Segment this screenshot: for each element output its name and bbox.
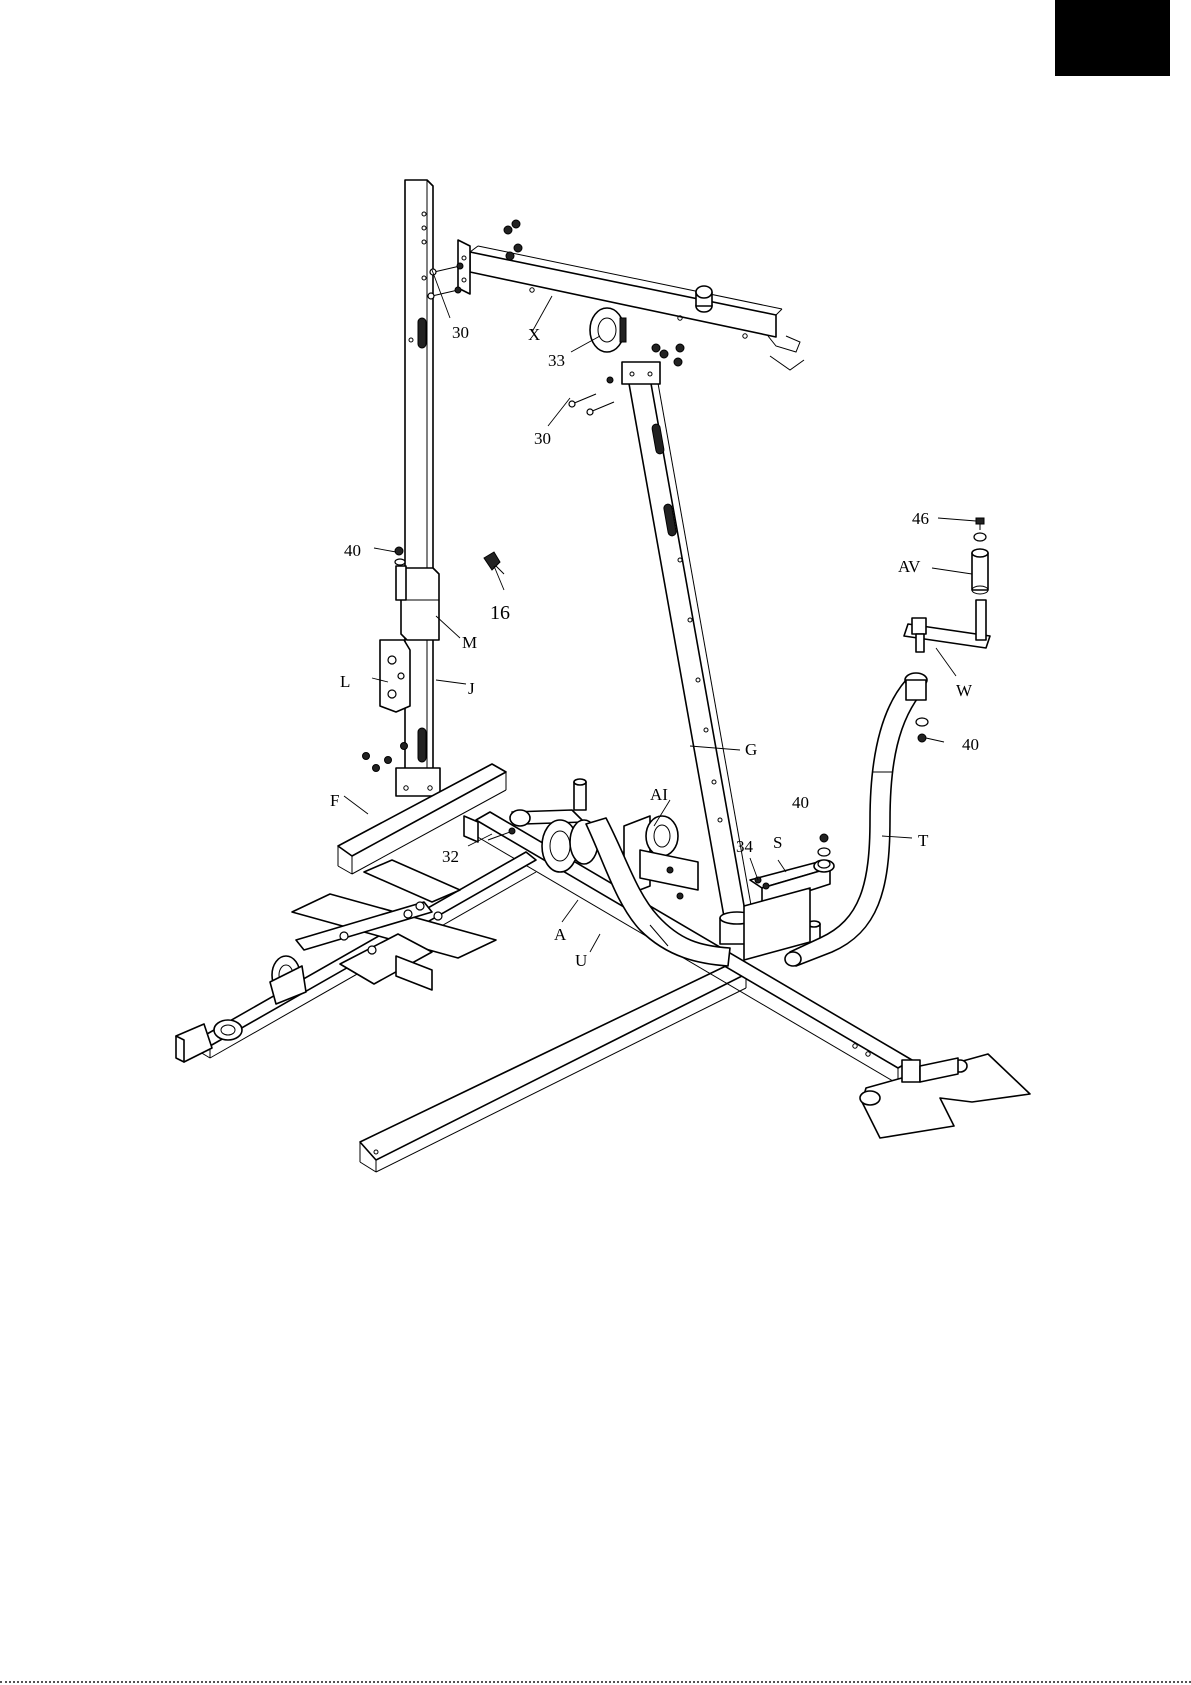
label-pulley-33: 33 xyxy=(548,351,565,370)
left-base-assembly xyxy=(176,852,536,1062)
label-bolt-30-upper: 30 xyxy=(452,323,469,342)
post-av xyxy=(972,549,988,594)
label-tube-t: T xyxy=(918,831,929,850)
label-upright-g: G xyxy=(745,740,757,759)
label-arm-w: W xyxy=(956,681,973,700)
label-nut-40-right: 40 xyxy=(962,735,979,754)
label-nut-40-left: 40 xyxy=(344,541,361,560)
long-base-beam xyxy=(360,964,746,1172)
pulley-plate-l xyxy=(380,640,410,712)
label-post-av: AV xyxy=(898,557,921,576)
page-bottom-edge xyxy=(0,1681,1191,1683)
label-plate-l: L xyxy=(340,672,350,691)
label-knob-16: 16 xyxy=(490,602,510,624)
label-bolt-30-lower: 30 xyxy=(534,429,551,448)
label-tube-u: U xyxy=(575,951,587,970)
label-base-f: F xyxy=(330,791,339,810)
label-sleeve-j: J xyxy=(468,679,475,698)
label-nut-40-center: 40 xyxy=(792,793,809,812)
swing-arm-w xyxy=(904,600,990,652)
label-bolt-34: 34 xyxy=(736,837,754,856)
label-cross-bar-x: X xyxy=(528,325,540,344)
label-bolt-32: 32 xyxy=(442,847,459,866)
label-frame-s: S xyxy=(773,833,782,852)
label-bracket-m: M xyxy=(462,633,477,652)
label-frame-a: A xyxy=(554,925,567,944)
label-plate-ai: AI xyxy=(650,785,668,804)
label-bolt-46: 46 xyxy=(912,509,929,528)
foot-plate xyxy=(860,1054,1030,1138)
